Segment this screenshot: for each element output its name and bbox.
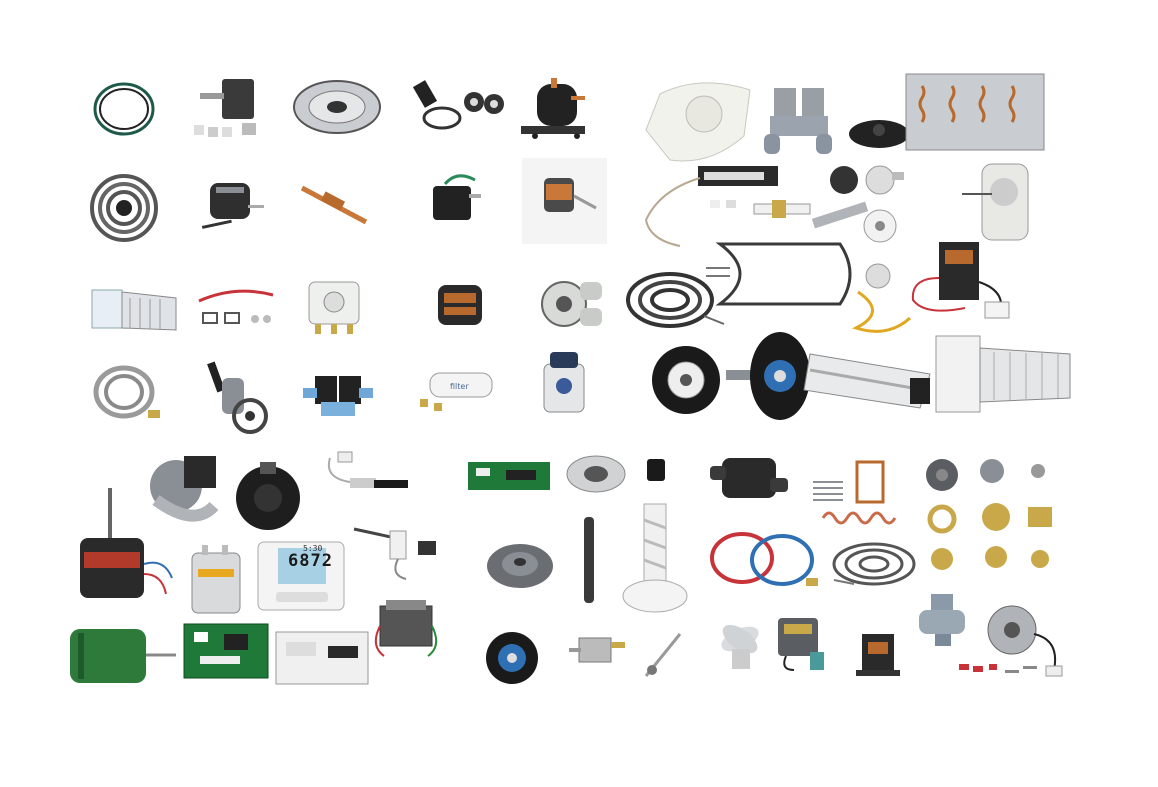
compressor-image [515,78,595,140]
coil-element-large-image [624,270,725,340]
inducer-motor-image [134,450,224,528]
gas-valve-image [202,360,272,436]
copper-heater-coil-image [803,452,915,532]
defrost-timer-image [305,276,365,336]
washer-pump-housing-image [708,448,790,508]
furnace-control-board-image [180,620,272,682]
vent-fan-motor-image [852,628,908,682]
coil-surface-element-image [88,172,160,244]
surface-element-small-image [830,540,916,590]
water-inlet-valve-image [295,362,377,424]
drain-pump-image [536,272,606,334]
filter-label: filter [450,382,469,391]
water-filter-image: filter [420,365,502,415]
run-capacitor-image [188,545,248,617]
dishwasher-control-board-image [466,458,552,494]
flame-sensor-igniter-image [350,515,440,585]
thermal-cutoff-image [848,116,910,150]
ignition-control-module-image [272,628,372,688]
idler-pulley-image [810,200,900,246]
ice-maker-large-image [934,332,1074,414]
dryer-heating-element-image [902,70,1047,154]
washer-motor-wiring-image [980,600,1064,684]
damper-motor-image [905,238,1013,326]
wash-impeller-image [620,500,690,616]
bushing-image [645,455,667,483]
washer-fill-hoses-image [706,528,822,592]
drum-roller-kit-image [720,326,812,426]
hi-limit-thermostat-image [848,262,918,338]
ice-maker-image [90,282,182,342]
cycling-thermostat-image [828,162,908,196]
blower-motor-green-image [68,625,178,687]
inducer-blower-white-image [962,160,1032,242]
refrigerator-thermostat-image [565,628,631,678]
thermal-fuse-image [752,196,812,222]
infinite-switch-image [192,75,272,145]
small-hardware-pieces-image [955,656,1045,684]
copper-drier-image [298,182,370,226]
transformer-image [370,596,442,660]
gear-set-image [920,455,1060,575]
thermocouple-probe-image [640,628,686,682]
defrost-heater-bar-image [800,334,936,412]
washer-drive-motor-image [428,275,492,335]
bake-element-image [700,234,865,324]
dual-water-valve-image [760,82,840,162]
thermostat-reading: 6872 [288,551,333,571]
drive-belt-image [92,80,156,138]
condenser-fan-motor-image [74,488,178,608]
shaded-pole-motor-image [522,158,607,244]
programmable-thermostat-image [256,540,346,612]
drip-pan-image [292,78,382,136]
spray-arm-image [578,515,600,605]
start-relay-image [425,170,485,228]
thermostat-clock: 5:30 [303,544,323,553]
burner-base-image [485,540,555,594]
braided-hose-image [90,362,162,424]
pump-tee-image [913,592,973,650]
dryer-drum-roller-image [484,628,540,688]
defrost-heater-kit-image [195,285,277,333]
drum-roller-image [650,340,722,422]
ge-water-filter-image [530,350,594,416]
hot-surface-igniter-image [320,448,412,508]
draft-inducer-blower-image [230,462,308,532]
dryer-blower-housing-image [640,74,760,169]
synchronous-motor-image [770,612,830,674]
sink-flange-image [565,452,627,498]
oven-igniter-image [640,160,790,255]
dryer-repair-kit-image [412,78,507,138]
fan-motor-assembly-image [712,615,772,675]
evaporator-fan-motor-image [198,175,268,237]
